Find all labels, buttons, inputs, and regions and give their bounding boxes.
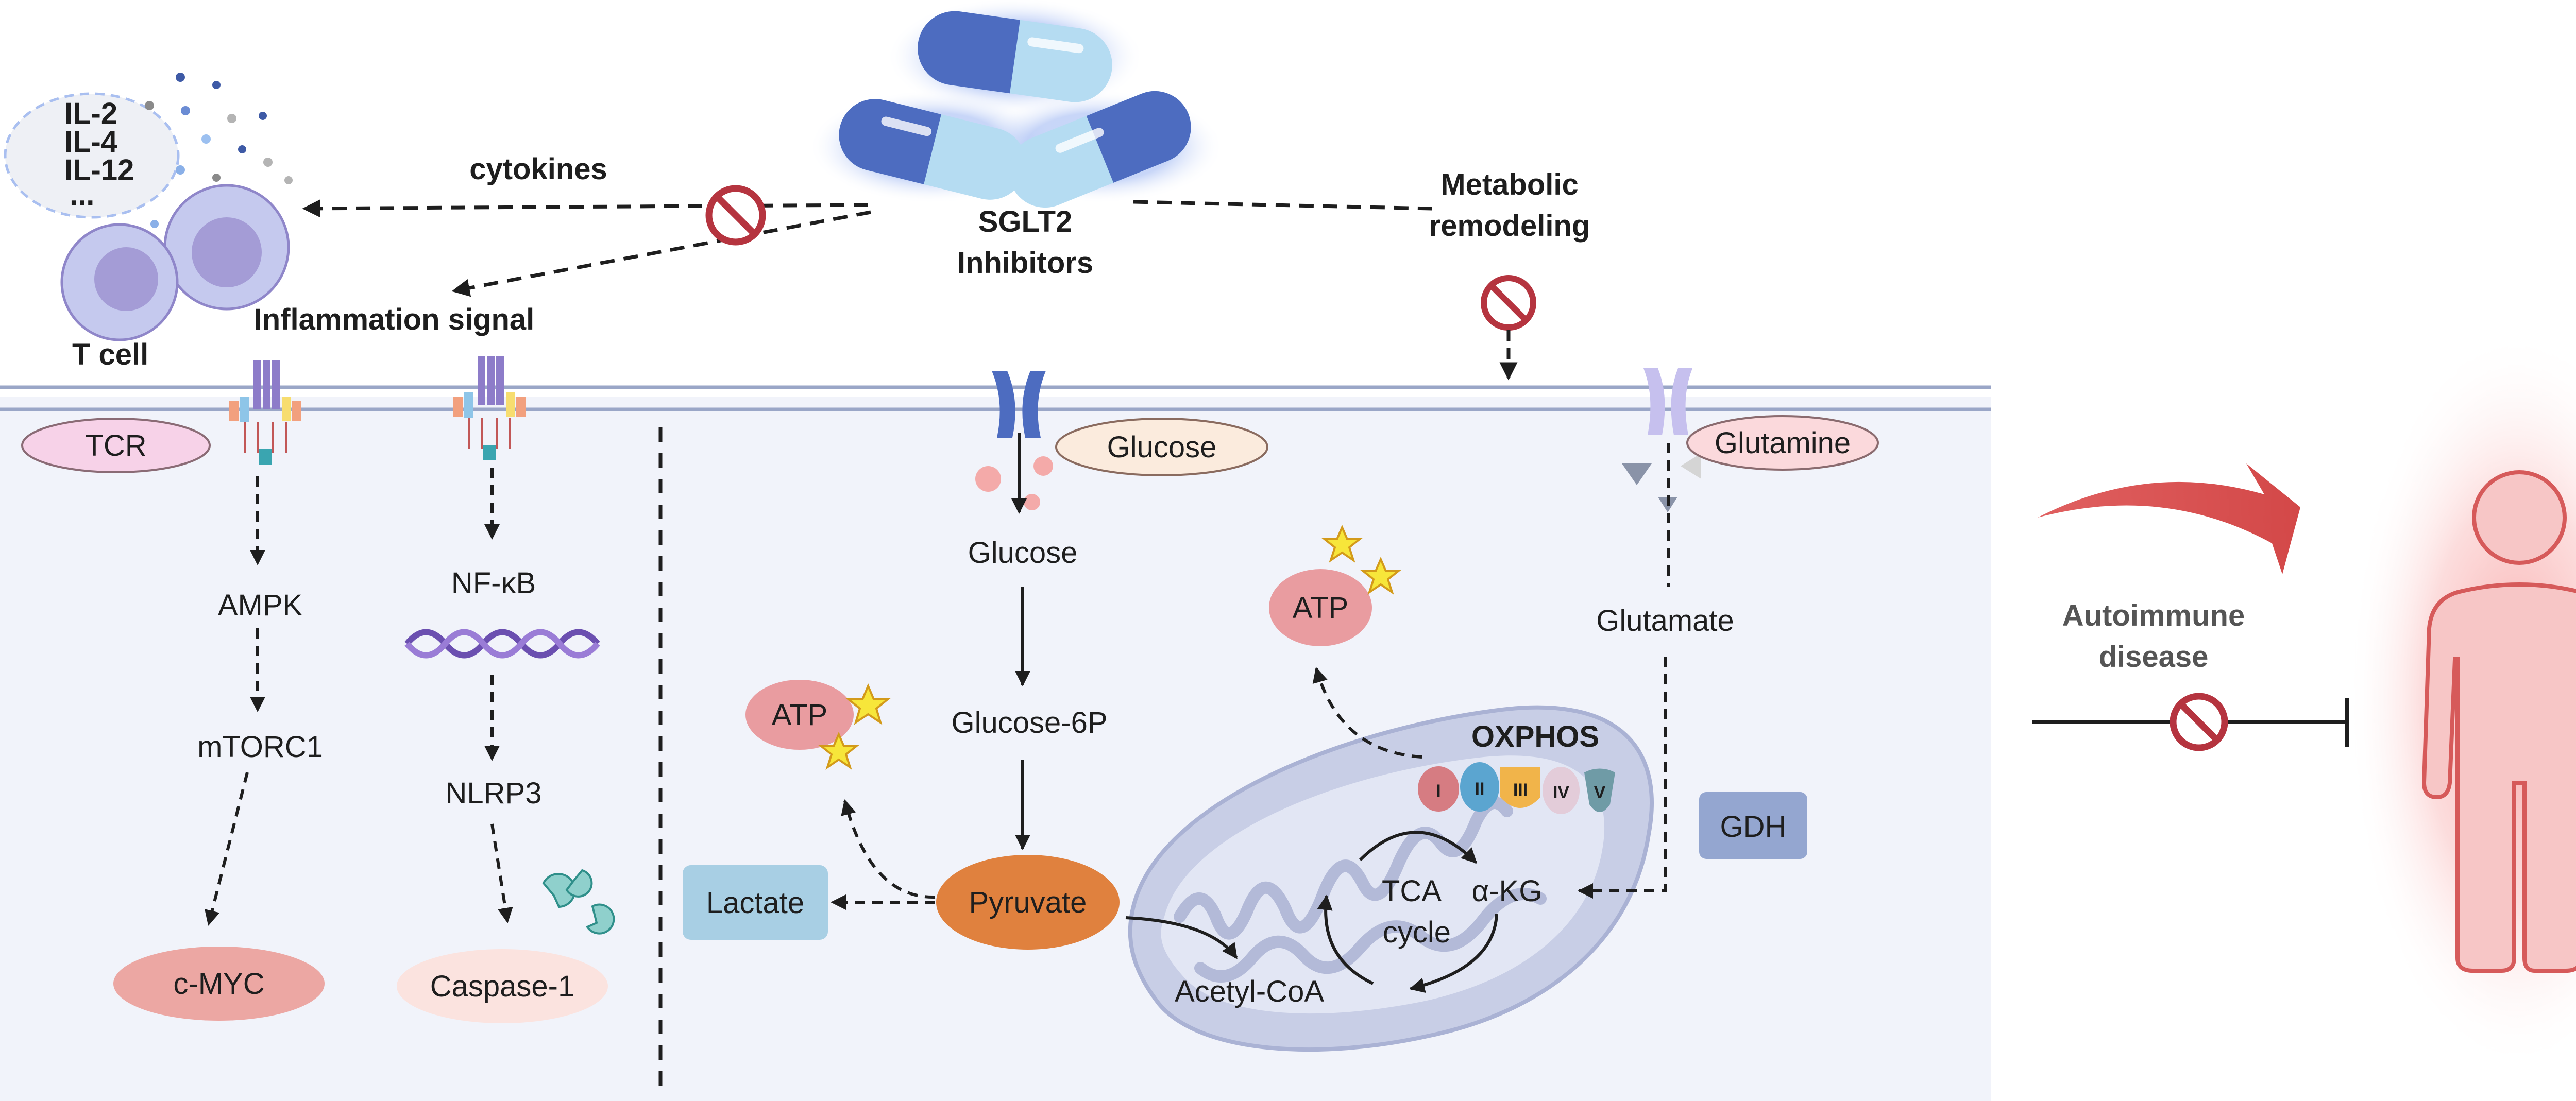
glucose-transporter-label: Glucose bbox=[1107, 431, 1217, 464]
cmyc-label: c-MYC bbox=[173, 967, 264, 1001]
glutamate-to-akg-arrow bbox=[1578, 657, 1667, 899]
inflammation-arrow bbox=[451, 210, 871, 297]
inhibit-icon bbox=[1481, 275, 1536, 331]
cmyc-badge bbox=[113, 947, 325, 1021]
lactate-badge bbox=[683, 865, 828, 940]
oxphos-label: OXPHOS bbox=[1471, 720, 1599, 753]
sglt2-pills-icon bbox=[809, 0, 1224, 208]
tca-label-line2: cycle bbox=[1383, 916, 1451, 949]
inhibit-icon bbox=[705, 185, 766, 246]
metabolic-label-line1: Metabolic bbox=[1440, 168, 1579, 201]
pyruvate-label: Pyruvate bbox=[969, 886, 1087, 919]
glucose-label: Glucose bbox=[968, 536, 1078, 570]
gdh-badge bbox=[1699, 792, 1807, 859]
disease-curved-arrow-icon bbox=[2038, 463, 2300, 574]
glutamine-label: Glutamine bbox=[1715, 426, 1851, 460]
oxphos-to-atp-arrow bbox=[1312, 667, 1422, 759]
disease-label-line1: Autoimmune bbox=[2062, 599, 2245, 632]
mtorc1-label: mTORC1 bbox=[197, 730, 323, 764]
drug-name-line1: SGLT2 bbox=[978, 205, 1073, 238]
complex-ii: II bbox=[1460, 762, 1499, 812]
tca-cycle-arrow-top bbox=[1359, 831, 1478, 864]
complex-ii-label: II bbox=[1475, 779, 1485, 799]
glycolysis-atp-badge bbox=[745, 680, 854, 750]
g6p-label: Glucose-6P bbox=[951, 706, 1107, 739]
mito-atp-badge bbox=[1269, 569, 1372, 646]
dna-helix-icon bbox=[404, 629, 600, 659]
metabolic-dash-line bbox=[1133, 200, 1433, 211]
tca-cycle-arrow-right bbox=[1409, 914, 1498, 993]
tcr-label: TCR bbox=[85, 429, 146, 462]
glucose-molecules-icon bbox=[975, 456, 1053, 510]
energy-star-icon bbox=[845, 683, 891, 725]
disease-label-line2: disease bbox=[2099, 640, 2209, 674]
complex-i-label: I bbox=[1436, 781, 1440, 801]
cytokine-il12: IL-12 bbox=[64, 153, 134, 187]
tca-label-line1: TCA bbox=[1382, 874, 1442, 908]
pyruvate-to-atp-arrow bbox=[841, 799, 936, 899]
cytokine-more: ... bbox=[70, 178, 94, 212]
nlrp3-label: NLRP3 bbox=[446, 777, 542, 810]
mtorc1-to-cmyc-arrow bbox=[205, 772, 249, 926]
tcr-receptor-icon bbox=[229, 360, 301, 465]
acetyl-coa-label: Acetyl-CoA bbox=[1175, 975, 1324, 1008]
energy-star-icon bbox=[818, 731, 859, 770]
pyruvate-badge bbox=[936, 855, 1120, 950]
inflammation-signal-label: Inflammation signal bbox=[254, 303, 535, 336]
complex-iv: IV bbox=[1543, 767, 1580, 814]
glycolysis-atp-label: ATP bbox=[772, 698, 828, 732]
glutamine-badge bbox=[1686, 415, 1879, 471]
complex-iv-label: IV bbox=[1553, 783, 1569, 802]
lactate-label: Lactate bbox=[706, 886, 804, 920]
glucose-transporter-icon bbox=[992, 371, 1046, 438]
caspase-label: Caspase-1 bbox=[430, 970, 574, 1003]
tca-cycle-arrow-left bbox=[1317, 894, 1374, 985]
ampk-label: AMPK bbox=[218, 589, 303, 622]
metabolic-label-line2: remodeling bbox=[1429, 209, 1590, 243]
mito-atp-label: ATP bbox=[1293, 591, 1349, 625]
complex-v-label: V bbox=[1594, 783, 1606, 802]
cell-cytoplasm bbox=[0, 397, 1991, 1101]
glutamine-transporter-icon bbox=[1622, 368, 1701, 512]
cytokines-label: cytokines bbox=[469, 152, 607, 186]
akg-label: α-KG bbox=[1472, 874, 1543, 908]
complex-v: V bbox=[1584, 768, 1615, 812]
inhibit-icon bbox=[2170, 693, 2228, 751]
cytokines-arrow bbox=[302, 199, 869, 218]
complex-i: I bbox=[1418, 766, 1459, 812]
glutamate-label: Glutamate bbox=[1596, 604, 1734, 638]
drug-name-line2: Inhibitors bbox=[957, 246, 1093, 280]
patient-figure-icon bbox=[2421, 470, 2576, 973]
t-cell-label: T cell bbox=[72, 338, 148, 371]
complex-iii-label: III bbox=[1513, 780, 1528, 800]
glucose-badge bbox=[1055, 418, 1268, 476]
pyruvate-to-acetyl-arrow bbox=[1125, 916, 1238, 959]
energy-star-icon bbox=[1360, 556, 1401, 595]
cytokine-il4: IL-4 bbox=[64, 125, 117, 159]
mitochondrion-icon bbox=[1128, 705, 1654, 1052]
cytokine-dots-icon bbox=[145, 73, 293, 228]
energy-star-icon bbox=[1321, 524, 1363, 563]
gdh-label: GDH bbox=[1720, 810, 1787, 844]
tcr-badge bbox=[21, 418, 211, 473]
caspase-fragments-icon bbox=[542, 869, 615, 935]
t-cell-icon bbox=[60, 184, 290, 341]
nfkb-label: NF-κB bbox=[451, 566, 536, 600]
caspase-badge bbox=[397, 949, 608, 1023]
cytokine-il2: IL-2 bbox=[64, 97, 117, 130]
cytokine-receptor-icon bbox=[453, 356, 526, 460]
complex-iii: III bbox=[1500, 767, 1540, 808]
cytokine-cloud bbox=[4, 92, 180, 219]
